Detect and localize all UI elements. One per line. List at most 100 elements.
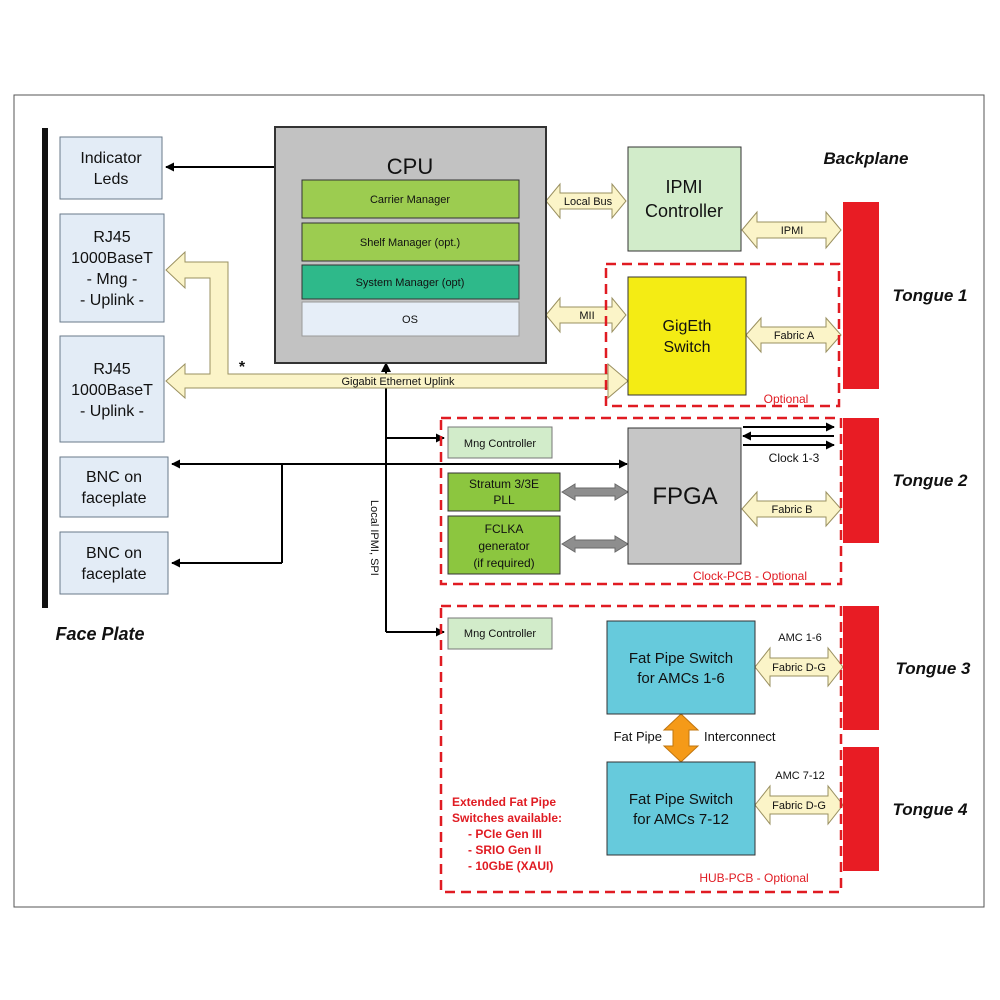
- ipmi-controller-box: IPMI Controller: [627, 146, 742, 252]
- interconnect-right-label: Interconnect: [704, 729, 776, 744]
- face-plate-bar: [42, 128, 48, 608]
- local-ipmi-arrowhead: [381, 362, 391, 372]
- tongue-1-label: Tongue 1: [893, 286, 968, 305]
- indicator-leds-line-2: Leds: [94, 171, 129, 188]
- mii-arrow: [545, 296, 627, 334]
- hub-pcb-optional-label: HUB-PCB - Optional: [699, 871, 808, 885]
- fat-pipe-switch-7-12-box: Fat Pipe Switch for AMCs 7-12: [606, 761, 756, 856]
- ipmi-link-label: IPMI: [781, 225, 804, 237]
- shelf-manager-label: Shelf Manager (opt.): [360, 237, 460, 249]
- backplane-label: Backplane: [823, 149, 908, 168]
- fclka-line-2: generator: [478, 539, 529, 553]
- gigabit-uplink-label: Gigabit Ethernet Uplink: [341, 376, 455, 388]
- local-bus-label: Local Bus: [564, 196, 613, 208]
- clock-pcb-optional-label: Clock-PCB - Optional: [693, 569, 807, 583]
- bnc-box-2: BNC on faceplate: [59, 531, 169, 595]
- ipmi-controller-line-2: Controller: [645, 201, 723, 221]
- fabric-a-label: Fabric A: [774, 330, 815, 342]
- fclka-line-1: FCLKA: [485, 522, 524, 536]
- rj45-mng-line-3: - Mng -: [87, 271, 138, 288]
- rj45-uplink-line-1: RJ45: [93, 361, 130, 378]
- face-plate-label: Face Plate: [55, 624, 144, 644]
- extended-note-line-3: - PCIe Gen III: [468, 827, 542, 841]
- hub-pcb-region: [439, 604, 843, 894]
- extended-note-line-2: Switches available:: [452, 811, 562, 825]
- fclka-generator-box: FCLKA generator (if required): [447, 515, 561, 575]
- gigeth-optional-region: [604, 262, 841, 408]
- stratum-pll-line-1: Stratum 3/3E: [469, 477, 539, 491]
- fabric-dg-1-label: Fabric D-G: [772, 662, 826, 674]
- gigeth-switch-box: GigEth Switch: [627, 276, 747, 396]
- fpga-label: FPGA: [652, 483, 717, 510]
- ipmi-arrow: [741, 210, 842, 250]
- extended-note-line-5: - 10GbE (XAUI): [468, 859, 553, 873]
- clock-1-3-label: Clock 1-3: [769, 451, 820, 465]
- os-box: [301, 301, 520, 337]
- bnc-box-1: BNC on faceplate: [59, 456, 169, 518]
- local-ipmi-spi-label: Local IPMI, SPI: [368, 500, 380, 576]
- bnc-2-line-1: BNC on: [86, 545, 142, 562]
- cpu-block: CPU Carrier Manager Shelf Manager (opt.)…: [274, 126, 547, 364]
- hub-mng-controller-label: Mng Controller: [464, 628, 536, 640]
- rj45-mng-box: RJ45 1000BaseT - Mng - - Uplink -: [59, 213, 165, 323]
- indicator-leds-line-1: Indicator: [80, 150, 142, 167]
- cpu-title: CPU: [387, 154, 433, 179]
- fclka-line-3: (if required): [473, 556, 534, 570]
- interconnect-left-label: Fat Pipe: [614, 729, 662, 744]
- os-label: OS: [402, 314, 418, 326]
- rj45-uplink-line-3: - Uplink -: [80, 403, 144, 420]
- gigeth-switch-line-1: GigEth: [663, 318, 712, 335]
- fat-pipe-switch-1-6-box: Fat Pipe Switch for AMCs 1-6: [606, 620, 756, 715]
- local-bus-arrow: [545, 182, 627, 220]
- extended-fat-pipe-note: Extended Fat Pipe Switches available: - …: [452, 795, 562, 873]
- tongue-4-label: Tongue 4: [893, 800, 968, 819]
- tongue-2-block: [843, 418, 879, 543]
- rj45-uplink-line-2: 1000BaseT: [71, 382, 153, 399]
- system-manager-box: [301, 264, 520, 300]
- fabric-b-arrow: [741, 490, 842, 528]
- tongue-3-label: Tongue 3: [896, 659, 971, 678]
- rj45-uplink-box: RJ45 1000BaseT - Uplink -: [59, 335, 165, 443]
- fpga-box: FPGA: [627, 427, 742, 565]
- clock-mng-controller-box: Mng Controller: [447, 426, 553, 459]
- system-manager-label: System Manager (opt): [356, 277, 465, 289]
- gigabit-uplink-arrowhead: [607, 362, 629, 400]
- carrier-manager-label: Carrier Manager: [370, 194, 450, 206]
- fabric-a-arrow: [745, 316, 842, 354]
- ipmi-controller-line-1: IPMI: [665, 177, 702, 197]
- tongue-3-block: [843, 606, 879, 730]
- bnc-2-line-2: faceplate: [82, 566, 147, 583]
- carrier-manager-box: [301, 179, 520, 219]
- bnc-1-line-2: faceplate: [82, 490, 147, 507]
- fat-pipe-7-12-line-1: Fat Pipe Switch: [629, 791, 733, 808]
- tongue-1-block: [843, 202, 879, 389]
- fabric-dg-2-label: Fabric D-G: [772, 800, 826, 812]
- stratum-pll-box: Stratum 3/3E PLL: [447, 472, 561, 512]
- shelf-manager-box: [301, 222, 520, 262]
- gigeth-optional-label: Optional: [764, 392, 809, 406]
- clock-mng-controller-label: Mng Controller: [464, 438, 536, 450]
- gigeth-switch-line-2: Switch: [663, 339, 710, 356]
- bnc-1-line-1: BNC on: [86, 469, 142, 486]
- tongue-4-block: [843, 747, 879, 871]
- fabric-b-label: Fabric B: [772, 504, 813, 516]
- indicator-leds-box: Indicator Leds: [59, 136, 163, 200]
- extended-note-line-4: - SRIO Gen II: [468, 843, 541, 857]
- fat-pipe-7-12-line-2: for AMCs 7-12: [633, 811, 729, 828]
- amc-7-12-label: AMC 7-12: [775, 770, 825, 782]
- amc-1-6-label: AMC 1-6: [778, 632, 821, 644]
- hub-mng-controller-box: Mng Controller: [447, 617, 553, 650]
- rj45-mng-line-1: RJ45: [93, 229, 130, 246]
- gigabit-uplink-arrow: [165, 250, 609, 400]
- fat-pipe-1-6-line-2: for AMCs 1-6: [637, 670, 725, 687]
- extended-note-line-1: Extended Fat Pipe: [452, 795, 556, 809]
- rj45-mng-line-4: - Uplink -: [80, 292, 144, 309]
- asterisk-mark: *: [239, 359, 246, 376]
- fat-pipe-1-6-line-1: Fat Pipe Switch: [629, 650, 733, 667]
- rj45-mng-line-2: 1000BaseT: [71, 250, 153, 267]
- tongue-2-label: Tongue 2: [893, 471, 968, 490]
- stratum-pll-line-2: PLL: [493, 493, 515, 507]
- clock-pcb-region: [439, 416, 843, 586]
